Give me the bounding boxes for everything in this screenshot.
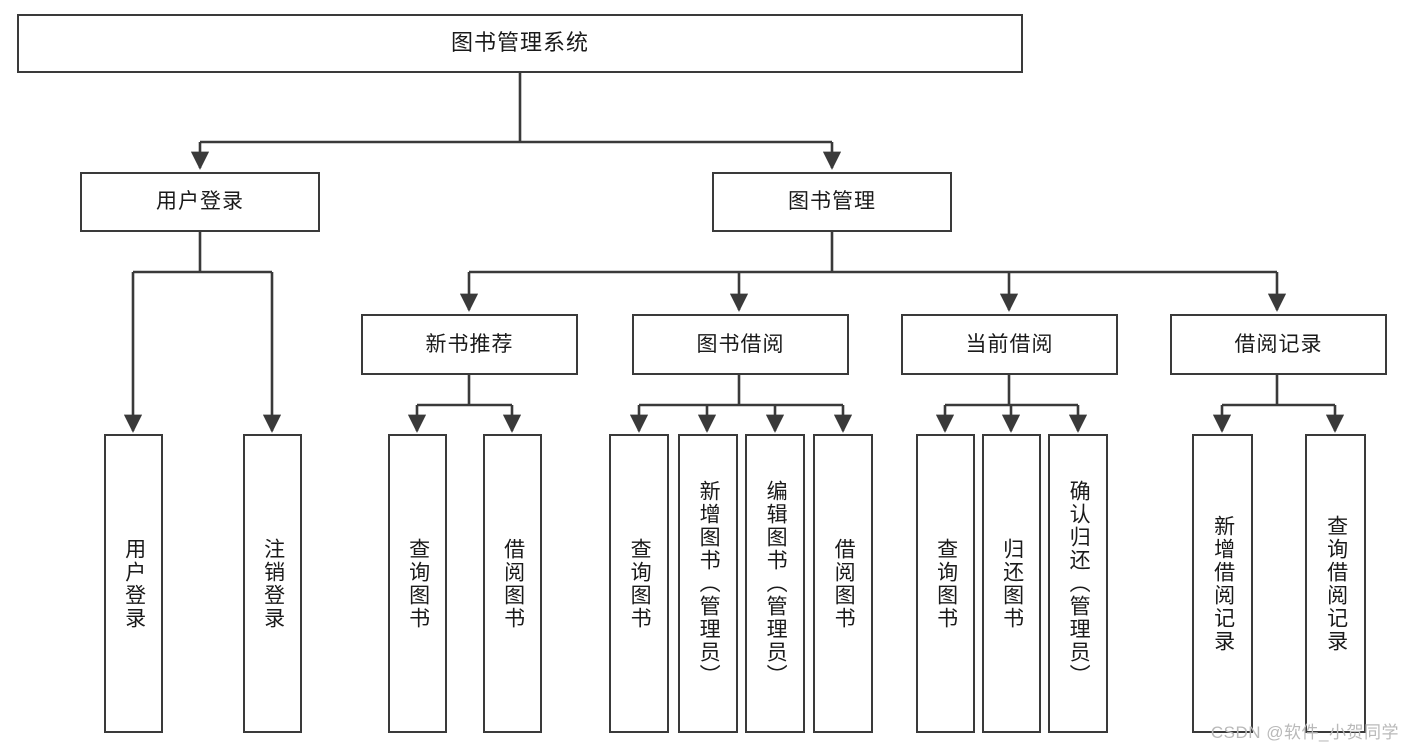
leaf-add-borrow-record[interactable]: 新增借阅记录 xyxy=(1192,434,1253,733)
leaf-add-borrow-record-label: 新增借阅记录 xyxy=(1211,514,1235,653)
node-book-manage-label: 图书管理 xyxy=(788,190,876,214)
leaf-query-book-2-label: 查询图书 xyxy=(628,537,652,630)
leaf-confirm-return-admin[interactable]: 确认归还（管理员） xyxy=(1048,434,1108,733)
node-root-label: 图书管理系统 xyxy=(450,30,589,56)
leaf-user-logout-label: 注销登录 xyxy=(261,537,285,630)
leaf-borrow-book-1-label: 借阅图书 xyxy=(501,537,525,630)
watermark: CSDN @软件_小贺同学 xyxy=(1210,723,1399,742)
leaf-borrow-book-2[interactable]: 借阅图书 xyxy=(813,434,873,733)
leaf-add-book-admin-label: 新增图书（管理员） xyxy=(697,480,721,687)
leaf-return-book-label: 归还图书 xyxy=(1000,537,1024,630)
leaf-user-logout[interactable]: 注销登录 xyxy=(243,434,302,733)
leaf-edit-book-admin[interactable]: 编辑图书（管理员） xyxy=(745,434,805,733)
leaf-confirm-return-admin-label: 确认归还（管理员） xyxy=(1067,480,1091,687)
leaf-add-book-admin[interactable]: 新增图书（管理员） xyxy=(678,434,738,733)
leaf-user-login[interactable]: 用户登录 xyxy=(104,434,163,733)
leaf-query-book-1-label: 查询图书 xyxy=(406,537,430,630)
leaf-edit-book-admin-label: 编辑图书（管理员） xyxy=(764,480,788,687)
node-current-borrow-label: 当前借阅 xyxy=(965,332,1054,356)
leaf-return-book[interactable]: 归还图书 xyxy=(982,434,1041,733)
node-borrow-record[interactable]: 借阅记录 xyxy=(1170,314,1387,375)
node-book-borrow-label: 图书借阅 xyxy=(696,332,785,356)
leaf-query-book-2[interactable]: 查询图书 xyxy=(609,434,669,733)
node-root[interactable]: 图书管理系统 xyxy=(17,14,1023,73)
node-new-book-recommend-label: 新书推荐 xyxy=(425,332,514,356)
leaf-query-book-1[interactable]: 查询图书 xyxy=(388,434,447,733)
leaf-borrow-book-2-label: 借阅图书 xyxy=(832,537,856,630)
leaf-user-login-label: 用户登录 xyxy=(122,537,146,630)
node-book-borrow[interactable]: 图书借阅 xyxy=(632,314,849,375)
node-user-login[interactable]: 用户登录 xyxy=(80,172,320,232)
node-book-manage[interactable]: 图书管理 xyxy=(712,172,952,232)
leaf-query-book-3-label: 查询图书 xyxy=(934,537,958,630)
leaf-borrow-book-1[interactable]: 借阅图书 xyxy=(483,434,542,733)
node-borrow-record-label: 借阅记录 xyxy=(1234,332,1323,356)
leaf-query-book-3[interactable]: 查询图书 xyxy=(916,434,975,733)
node-new-book-recommend[interactable]: 新书推荐 xyxy=(361,314,578,375)
node-current-borrow[interactable]: 当前借阅 xyxy=(901,314,1118,375)
leaf-query-borrow-record-label: 查询借阅记录 xyxy=(1324,514,1348,653)
node-user-login-label: 用户登录 xyxy=(156,190,244,214)
leaf-query-borrow-record[interactable]: 查询借阅记录 xyxy=(1305,434,1366,733)
